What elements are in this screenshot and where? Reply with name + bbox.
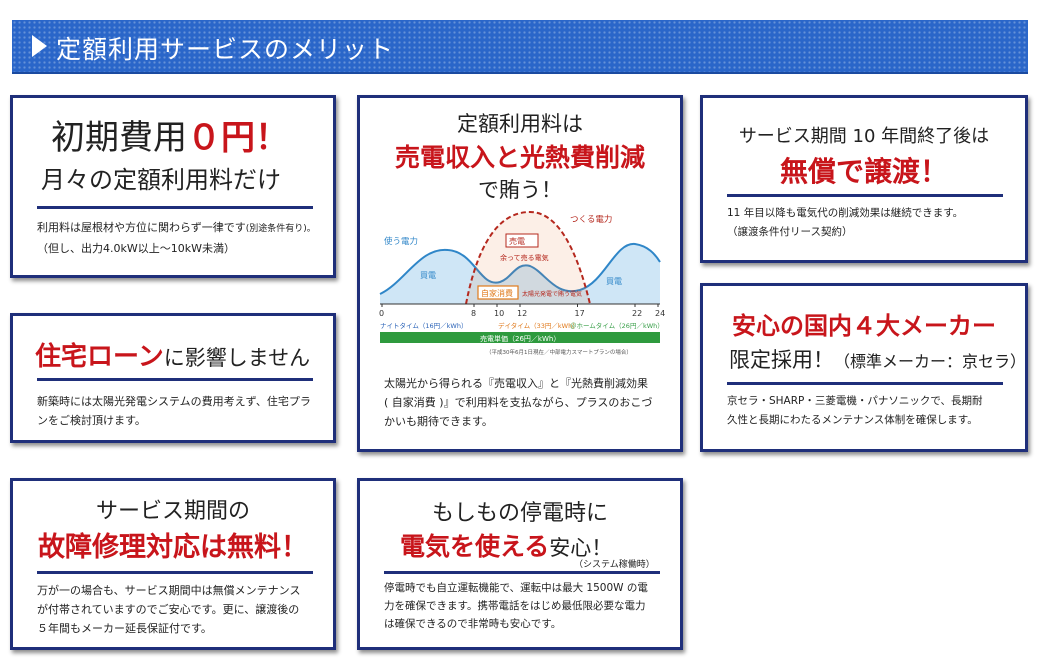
self-box: [477, 285, 519, 300]
card-title-line-2: 電気を使える安心！: [400, 527, 612, 563]
card-title-line-3: で賄う！: [478, 178, 562, 202]
card-body: 京セラ・SHARP・三菱電機・パナソニックで、長期耐 久性と長期にわたるメンテナ…: [727, 392, 1022, 430]
card-housing-loan: 住宅ローンに影響しません 新築時には太陽光発電システムの費用考えず、住宅プラ ン…: [10, 313, 336, 443]
label-self-note: 太陽光発電で賄う電気: [522, 290, 582, 298]
x-tick-label: 10: [494, 309, 504, 318]
card-body-line-2: ( 自家消費 )』で利用料を支払ながら、プラスのおこづ: [384, 396, 653, 409]
card-initial-cost: 初期費用０円！ 月々の定額利用料だけ 利用料は屋根材や方位に関わらず一律です(別…: [10, 95, 336, 278]
card-title-main: 初期費用: [51, 118, 187, 158]
label-home: ＠ホームタイム（26円／kWh）: [570, 321, 664, 330]
label-baiden: 売電: [509, 236, 525, 246]
baiden-box: [505, 233, 539, 248]
card-body: 停電時でも自立運転機能で、運転中は最大 1500W の電 力を確保できます。携帯…: [384, 579, 674, 633]
card-body-line-1: 太陽光から得られる『売電収入』と『光熱費削減効果: [384, 377, 648, 390]
card-body: 11 年目以降も電気代の削減効果は継続できます。 （譲渡条件付リース契約）: [727, 204, 1022, 242]
card-body: 太陽光から得られる『売電収入』と『光熱費削減効果 ( 自家消費 )』で利用料を支…: [384, 374, 674, 431]
card-divider: [727, 194, 1003, 197]
card-body: 利用料は屋根材や方位に関わらず一律です(別途条件有り)。 （但し、出力4.0kW…: [37, 218, 332, 258]
card-body-note: (別途条件有り)。: [245, 224, 316, 234]
card-body-line-2: 久性と長期にわたるメンテナンス体制を確保します。: [727, 414, 978, 426]
card-free-transfer: サービス期間 10 年間終了後は 無償で譲渡！ 11 年目以降も電気代の削減効果…: [700, 95, 1028, 263]
card-body-line-2: ンをご検討頂けます。: [37, 414, 146, 427]
card-body: 新築時には太陽光発電システムの費用考えず、住宅プラ ンをご検討頂けます。: [37, 392, 332, 430]
card-title-line-1: サービス期間 10 年間終了後は: [738, 126, 990, 147]
card-title-highlight: 電気を使える: [400, 532, 550, 561]
generation-curve: [465, 210, 591, 305]
card-body-line-1: 万が一の場合も、サービス期間中は無償メンテナンス: [37, 584, 301, 597]
card-title-highlight: 売電収入と光熱費削減: [394, 143, 645, 172]
x-tick-label: 17: [575, 309, 585, 318]
card-title-highlight: 故障修理対応は無料！: [38, 532, 308, 563]
card-title-line-1: もしもの停電時に: [431, 501, 608, 526]
card-body-line-2: 力を確保できます。携帯電話をはじめ最低限必要な電力: [384, 600, 646, 612]
label-chart-note: （平成30年6月1日現在／中部電力スマートプランの場合）: [486, 348, 632, 356]
card-divider: [37, 378, 313, 381]
card-body-line-1: 停電時でも自立運転機能で、運転中は最大 1500W の電: [384, 582, 648, 594]
card-body-line-3: かいも期待できます。: [384, 415, 493, 428]
card-title-sub: （標準メーカー：京セラ）: [834, 352, 1027, 371]
card-divider: [37, 571, 313, 574]
card-title-highlight: 無償で譲渡！: [779, 155, 948, 188]
card-title-note: （システム稼働時）: [574, 560, 655, 570]
card-title: 住宅ローンに影響しません: [35, 336, 310, 373]
card-body-line-1: 11 年目以降も電気代の削減効果は継続できます。: [727, 207, 964, 219]
card-body: 万が一の場合も、サービス期間中は無償メンテナンス が付帯されていますのでご安心で…: [37, 581, 332, 638]
label-surplus: 余って売る電気: [500, 253, 549, 262]
label-buy-left: 買電: [420, 271, 436, 280]
label-self: 自家消費: [481, 288, 513, 298]
card-blackout: もしもの停電時に 電気を使える安心！ （システム稼働時） 停電時でも自立運転機能…: [357, 478, 683, 650]
x-tick-label: 22: [632, 309, 642, 318]
card-title-main: 限定採用！: [729, 348, 834, 372]
card-body-line-1: 京セラ・SHARP・三菱電機・パナソニックで、長期耐: [727, 395, 983, 407]
card-fixed-fee-chart: 定額利用料は 売電収入と光熱費削減 で賄う！ 0 8 10 12 17 22 24 使う電力…: [357, 95, 683, 452]
card-body-line-1: 利用料は屋根材や方位に関わらず一律です: [37, 221, 246, 234]
card-divider: [37, 206, 313, 209]
x-tick-label: 12: [517, 309, 527, 318]
label-sell-price: 売電単価（26円／kWh）: [480, 334, 560, 343]
card-divider: [384, 571, 660, 574]
label-make-power: つくる電力: [570, 214, 612, 225]
play-triangle-icon: [32, 35, 47, 57]
card-free-repair: サービス期間の 故障修理対応は無料！ 万が一の場合も、サービス期間中は無償メンテ…: [10, 478, 336, 650]
card-title-main: 安心！: [549, 536, 613, 560]
power-usage-chart: 0 8 10 12 17 22 24 使う電力 つくる電力 買電 買電 売電 余って売る電気…: [379, 210, 665, 356]
x-tick-label: 8: [471, 309, 476, 318]
sell-price-bar: [380, 332, 660, 343]
label-buy-right: 買電: [606, 277, 622, 286]
card-body-line-1: 新築時には太陽光発電システムの費用考えず、住宅プラ: [37, 395, 311, 408]
card-body-line-3: ５年間もメーカー延長保証付です。: [37, 622, 212, 635]
card-title-highlight: ０円！: [187, 118, 289, 158]
card-title-highlight: 住宅ローン: [35, 342, 164, 372]
card-title-main: に影響しません: [163, 346, 311, 370]
label-night: ナイトタイム（16円／kWh）: [380, 321, 467, 330]
label-use-power: 使う電力: [384, 236, 418, 247]
card-title-line-1: 定額利用料は: [457, 112, 583, 136]
x-tick-label: 24: [655, 309, 665, 318]
section-header-banner: 定額利用サービスのメリット: [12, 20, 1028, 74]
card-subtitle: 月々の定額利用料だけ: [41, 166, 281, 194]
card-divider: [727, 382, 1003, 385]
card-body-line-2: が付帯されていますのでご安心です。更に、譲渡後の: [37, 603, 300, 616]
section-title: 定額利用サービスのメリット: [56, 35, 395, 64]
card-title-highlight: 安心の国内４大メーカー: [732, 311, 996, 340]
card-title: 初期費用０円！: [51, 110, 289, 159]
x-tick-label: 0: [379, 309, 384, 318]
card-body-line-2: （譲渡条件付リース契約）: [727, 226, 853, 238]
use-power-curve: [380, 243, 660, 304]
card-title-line-1: サービス期間の: [95, 499, 250, 524]
x-ticks: 0 8 10 12 17 22 24: [379, 304, 665, 318]
card-body-line-2: （但し、出力4.0kW以上～10kW未満）: [37, 242, 235, 255]
card-body-line-3: は確保できるので非常時も安心です。: [384, 618, 562, 630]
label-day: デイタイム（33円／kWh）: [498, 321, 579, 330]
card-title-line-2: 限定採用！（標準メーカー：京セラ）: [729, 344, 1026, 374]
card-domestic-makers: 安心の国内４大メーカー 限定採用！（標準メーカー：京セラ） 京セラ・SHARP・…: [700, 283, 1028, 452]
